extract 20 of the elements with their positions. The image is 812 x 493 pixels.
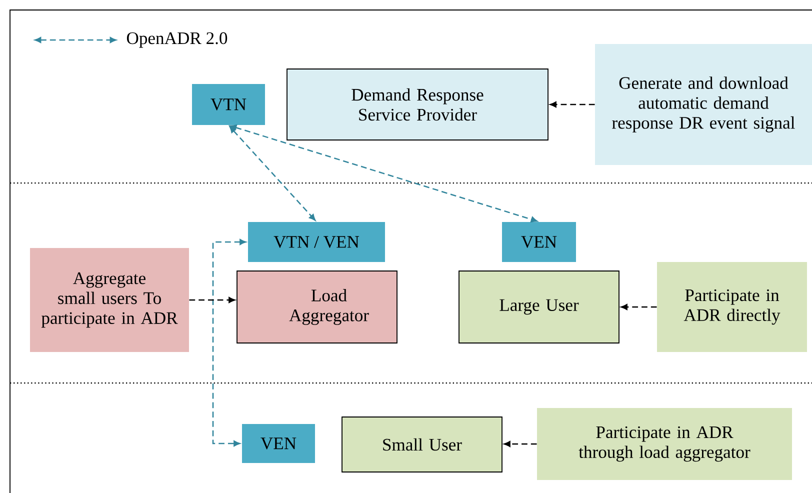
note-box: Participate in ADR directly — [657, 262, 807, 352]
arrow — [212, 239, 246, 446]
network-node-box: VTN — [192, 84, 265, 125]
network-node-box: VEN — [502, 222, 576, 262]
note-box: Participate in ADR through load aggregator — [537, 408, 792, 480]
process-box: Small User — [342, 416, 502, 472]
process-box: Large User — [458, 270, 620, 344]
arrow — [189, 297, 236, 303]
note-box: Aggregate small users To participate in ADR — [30, 248, 189, 352]
arrow — [620, 304, 657, 310]
arrow — [550, 102, 595, 108]
process-box: Load Aggregator — [236, 270, 398, 344]
legend-text: OpenADR 2.0 — [126, 32, 228, 48]
arrow — [504, 441, 537, 447]
network-node-box: VEN — [242, 424, 315, 463]
note-box: Generate and download automatic demand response DR event signal — [595, 44, 812, 165]
process-box: Demand Response Service Provider — [286, 68, 548, 140]
arrow — [230, 124, 538, 222]
network-node-box: VTN / VEN — [248, 222, 385, 262]
arrow — [229, 126, 316, 221]
